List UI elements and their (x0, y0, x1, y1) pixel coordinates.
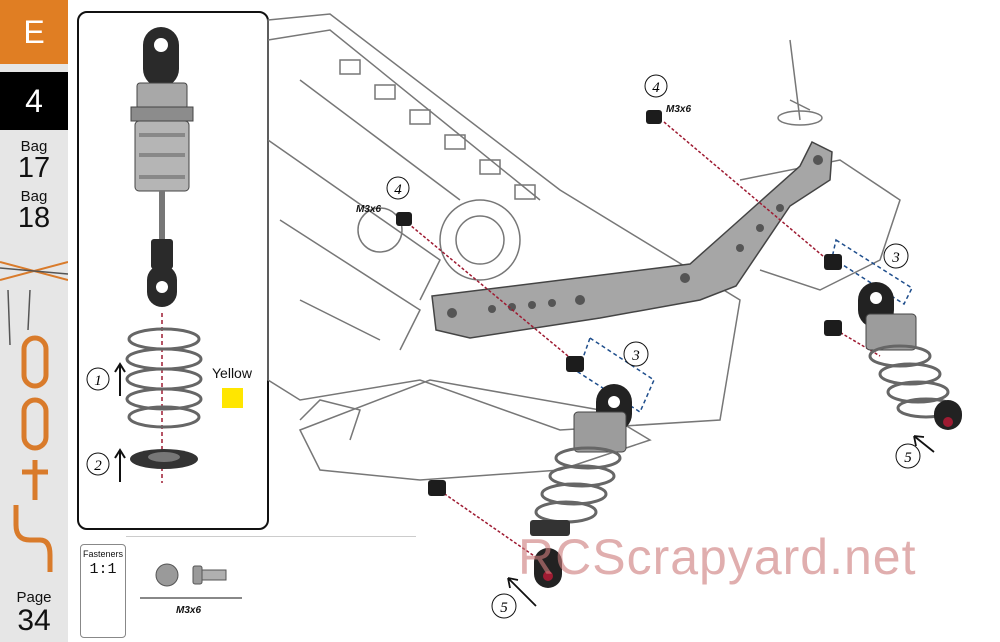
screw-label: M3x6 (666, 104, 692, 115)
callout-4-top: 4 (644, 74, 668, 98)
shock-exploded-drawing (125, 27, 203, 483)
svg-text:4: 4 (652, 80, 660, 96)
watermark: RCScrapyard.net (518, 529, 917, 585)
fasteners-title: Fasteners (82, 549, 124, 559)
left-shock (530, 384, 632, 588)
fasteners-box: Fasteners 1:1 (80, 544, 126, 638)
screw-label: M3x6 (356, 204, 382, 215)
divider (126, 536, 416, 537)
svg-text:5: 5 (904, 450, 912, 466)
callout-number: 2 (94, 458, 102, 474)
bag-17: Bag 17 (0, 139, 68, 183)
callout-number: 1 (94, 373, 102, 389)
callout-3-center: 3 (623, 341, 649, 367)
shock-callout-1: 1 (86, 362, 126, 396)
bag-label: Bag (20, 188, 48, 205)
section-letter: E (0, 0, 68, 64)
bag-label: Bag (20, 138, 48, 155)
svg-text:5: 5 (500, 600, 508, 616)
bag-number: 18 (17, 202, 51, 234)
page-number: 34 (17, 604, 51, 637)
callout-4-left: 4 (386, 176, 410, 200)
svg-text:3: 3 (891, 250, 900, 266)
svg-text:4: 4 (394, 182, 402, 198)
yellow-color-label: Yellow (212, 365, 252, 381)
fastener-icons (140, 563, 242, 599)
fastener-screw-label: M3x6 (176, 605, 202, 616)
sidebar: E 4 Bag 17 Bag 18 Page 34 (0, 0, 68, 642)
page-label: Page (16, 589, 52, 606)
callout-5-bottom: 5 (491, 593, 517, 619)
bag-18: Bag 18 (0, 189, 68, 233)
shock-callout-2: 2 (86, 448, 126, 482)
step-number: 4 (0, 72, 68, 130)
callout-3-right: 3 (883, 243, 909, 269)
callout-5-right: 5 (895, 443, 921, 469)
bag-number: 17 (17, 152, 51, 184)
shock-tower (431, 140, 833, 339)
fasteners-ratio: 1:1 (89, 561, 117, 578)
svg-text:3: 3 (631, 348, 640, 364)
shock-assembly-panel: Yellow (77, 11, 269, 530)
right-shock (858, 282, 962, 430)
brand-logo-art (0, 261, 68, 572)
yellow-color-swatch (222, 388, 243, 408)
